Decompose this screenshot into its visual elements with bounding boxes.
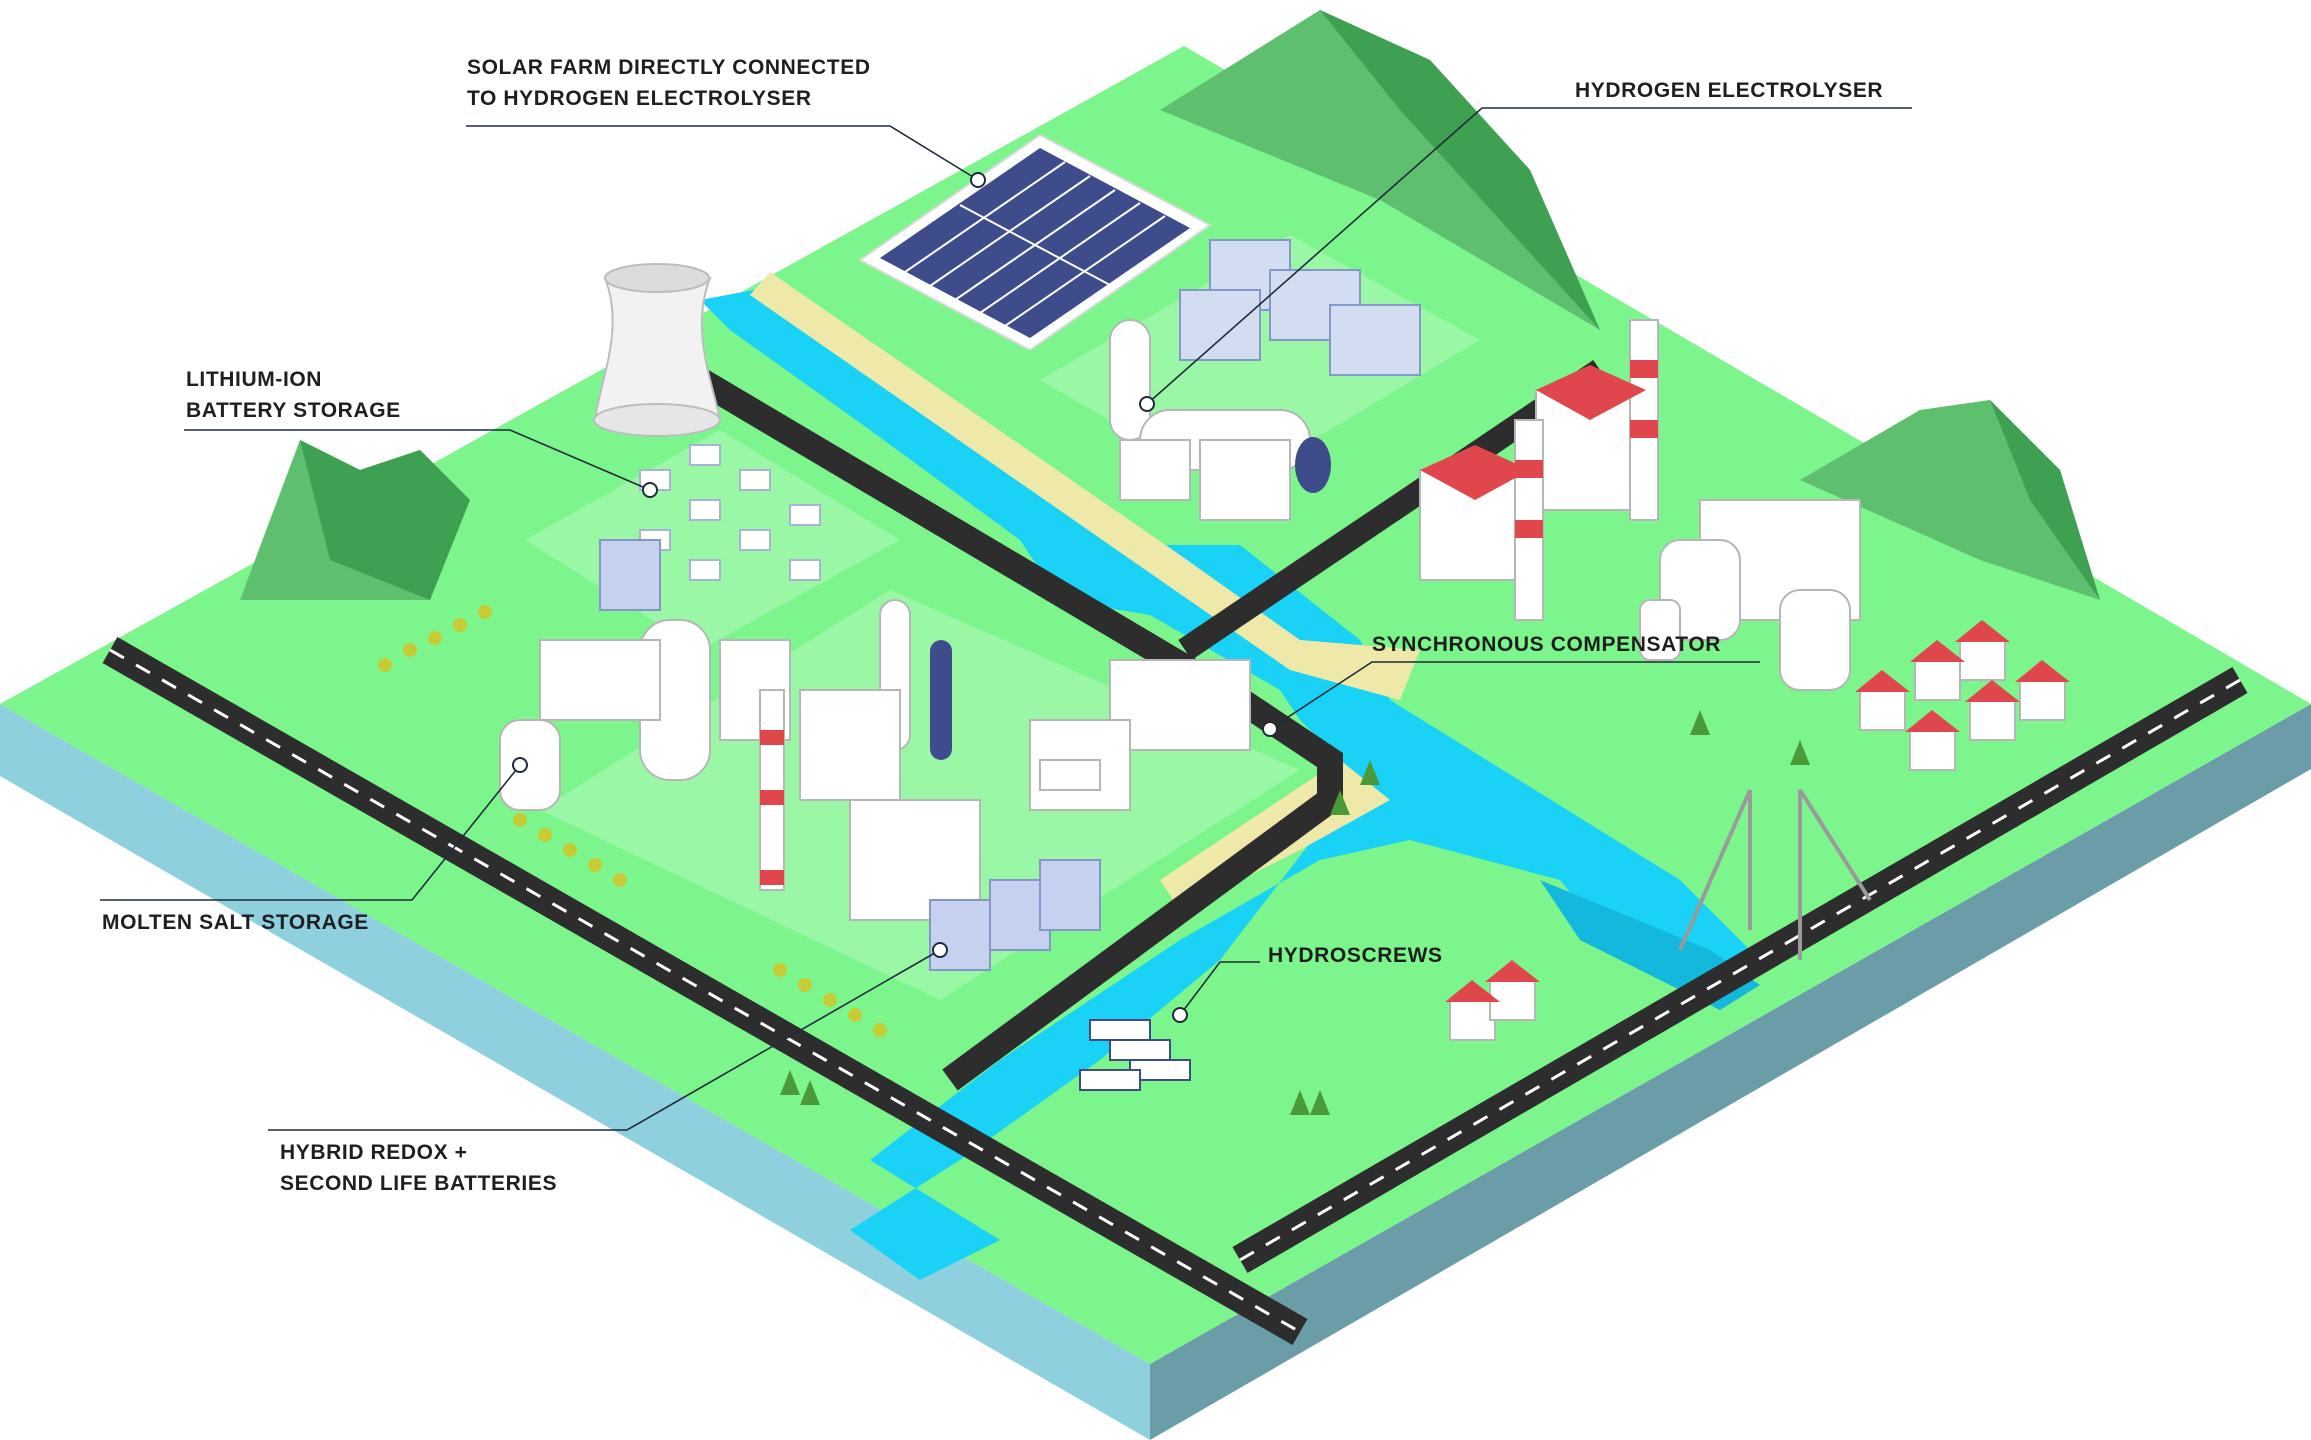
power-plant-chimneys	[1419, 319, 1659, 621]
leader-lines	[100, 107, 1912, 1131]
callout-hybrid-redox-line1: HYBRID REDOX +	[280, 1141, 468, 1164]
callout-hybrid-redox-line2: SECOND LIFE BATTERIES	[280, 1172, 558, 1195]
callout-lithium-ion: LITHIUM-ION BATTERY STORAGE	[186, 364, 401, 426]
storage-tanks	[1639, 499, 1861, 691]
callout-hydroscrews: HYDROSCREWS	[1268, 940, 1443, 971]
callout-synchronous-compensator: SYNCHRONOUS COMPENSATOR	[1372, 629, 1721, 660]
callout-solar-farm-line2: TO HYDROGEN ELECTROLYSER	[467, 87, 812, 110]
callout-molten-salt: MOLTEN SALT STORAGE	[102, 907, 369, 938]
callout-lithium-ion-line2: BATTERY STORAGE	[186, 399, 401, 422]
houses	[1445, 620, 2070, 1041]
hydroscrew-turbines	[1079, 1019, 1191, 1091]
green-trees	[780, 710, 1810, 1115]
callout-hybrid-redox: HYBRID REDOX + SECOND LIFE BATTERIES	[280, 1137, 557, 1199]
callout-synchronous-compensator-line1: SYNCHRONOUS COMPENSATOR	[1372, 633, 1722, 656]
hydrogen-tank	[1295, 437, 1331, 493]
solar-panels	[858, 133, 1212, 352]
callout-solar-farm: SOLAR FARM DIRECTLY CONNECTED TO HYDROGE…	[467, 52, 871, 114]
callout-molten-salt-line1: MOLTEN SALT STORAGE	[102, 911, 369, 934]
electrolyser-modules	[1040, 235, 1480, 521]
callout-hydroscrews-line1: HYDROSCREWS	[1268, 944, 1443, 967]
bridge	[1678, 788, 1872, 960]
mountains	[240, 10, 2100, 600]
trees	[378, 605, 887, 1037]
roads	[102, 360, 2248, 1346]
synchronous-compensator-building	[499, 590, 1300, 1000]
cooling-tower	[593, 263, 722, 437]
hybrid-redox-containers	[929, 859, 1101, 971]
callout-solar-farm-line1: SOLAR FARM DIRECTLY CONNECTED	[467, 56, 871, 79]
callout-lithium-ion-line1: LITHIUM-ION	[186, 368, 323, 391]
callout-hydrogen-electrolyser-line1: HYDROGEN ELECTROLYSER	[1575, 79, 1884, 102]
battery-containers	[525, 430, 900, 650]
callout-hydrogen-electrolyser: HYDROGEN ELECTROLYSER	[1575, 75, 1883, 106]
leader-dots	[512, 172, 1278, 1023]
